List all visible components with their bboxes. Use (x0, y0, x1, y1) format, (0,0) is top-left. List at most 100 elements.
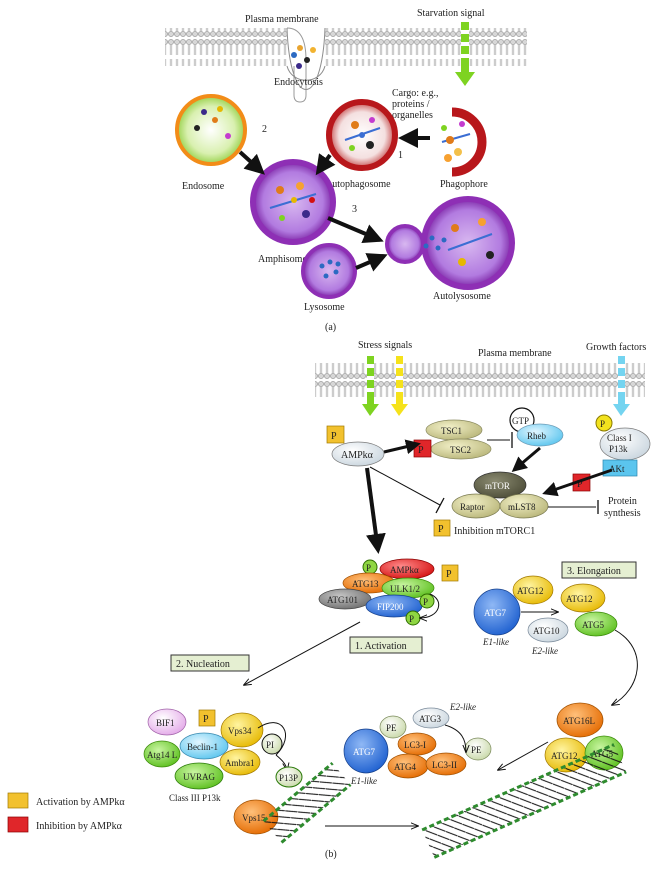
label-cargo-3: organelles (392, 110, 433, 121)
legend-activation-swatch (7, 792, 29, 809)
label-lysosome: Lysosome (304, 302, 345, 313)
autolysosome (385, 196, 515, 290)
lc3-1-label: LC3-I (404, 740, 426, 750)
panel-a: Plasma membrane Starvation signal Endocy… (165, 8, 527, 333)
protein-label-1: Protein (608, 496, 637, 507)
atg7-label-2: ATG7 (353, 747, 375, 757)
lc3-2-label: LC3-II (432, 760, 457, 770)
mtor-node (473, 471, 527, 499)
label-phagophore: Phagophore (440, 179, 488, 190)
atg16l-label: ATG16L (563, 716, 595, 726)
pe-node-1 (379, 715, 407, 739)
pe-label-2: PE (471, 745, 482, 755)
e2-like-label-2: E2-like (449, 702, 476, 712)
endosome (175, 94, 247, 166)
ambra-label: Ambra1 (225, 758, 255, 768)
p-label-8: P (423, 597, 428, 607)
atg14-label: Atg14 L (147, 750, 177, 760)
p13p-node (275, 766, 303, 788)
ampk-complex-label: AMPkα (390, 565, 419, 575)
atg5-node-1 (574, 611, 618, 637)
mlst8-node (499, 493, 549, 519)
vps34-label: Vps34 (228, 726, 252, 736)
class1-label-1: Class I (607, 433, 632, 443)
autophagosome (326, 99, 398, 171)
label-cargo-2: proteins / (392, 99, 430, 110)
atg7-label-1: ATG7 (484, 608, 506, 618)
label-cargo-1: Cargo: e.g., (392, 88, 438, 99)
p-label-4: P (438, 524, 444, 535)
elongation-box (561, 561, 637, 579)
atg13-label: ATG13 (352, 579, 379, 589)
step-1: 1 (398, 150, 403, 161)
atg7-node-1 (473, 588, 521, 636)
atg3-node (412, 707, 450, 729)
gtp-label: GTP (512, 416, 529, 426)
uvrag-node (174, 762, 224, 790)
stress-arrows (362, 356, 408, 416)
legend-inhibition-swatch (7, 816, 29, 833)
nucleation-box-label: 2. Nucleation (176, 659, 230, 670)
legend-activation-label: Activation by AMPkα (36, 797, 125, 808)
atg7-node-2 (343, 728, 389, 774)
lysosome (301, 243, 357, 299)
bif1-label: BIF1 (156, 718, 175, 728)
activation-box (349, 636, 423, 654)
akt-label: AKt (609, 464, 625, 474)
mtor-label: mTOR (485, 481, 510, 491)
atg12-label-2: ATG12 (566, 594, 593, 604)
label-autolysosome: Autolysosome (433, 291, 491, 302)
label-starvation-signal: Starvation signal (417, 8, 485, 19)
starvation-arrow (455, 22, 475, 86)
p-label-3: P (600, 419, 605, 429)
label-plasma-membrane-b: Plasma membrane (478, 348, 552, 359)
autophos-arrow (420, 593, 440, 618)
bif1-node (147, 708, 187, 736)
inhibition-mtorc1-label: Inhibition mTORC1 (454, 526, 535, 537)
atg4-label: ATG4 (394, 762, 416, 772)
rheb-label: Rheb (527, 431, 546, 441)
p13p-label: P13P (279, 773, 298, 783)
e2-like-label-1: E2-like (531, 646, 558, 656)
elongation-box-label: 3. Elongation (567, 566, 621, 577)
phagophore-membrane-right (421, 743, 627, 859)
caption-b: (b) (325, 849, 337, 860)
label-endosome: Endosome (182, 181, 225, 192)
atg5-label-1: ATG5 (582, 620, 604, 630)
caption-a: (a) (325, 322, 336, 333)
tsc2-label: TSC2 (450, 445, 471, 455)
atg101-label: ATG101 (327, 595, 358, 605)
pathway-thin-arrows (244, 621, 418, 826)
plasma-membrane-a (165, 27, 527, 103)
label-stress-signals: Stress signals (358, 340, 412, 351)
atg3-label: ATG3 (419, 714, 441, 724)
pi-label: PI (266, 740, 274, 750)
p-label-5: P (577, 479, 583, 490)
legend-inhibition-label: Inhibition by AMPkα (36, 821, 123, 832)
atg10-node (527, 617, 569, 643)
atg10-label: ATG10 (533, 626, 560, 636)
label-autophagosome: Autophagosome (325, 179, 391, 190)
ulk-label: ULK1/2 (390, 584, 420, 594)
arrow-lc3-lipidation (444, 724, 466, 752)
p-activation-box-4 (198, 709, 216, 727)
amphisome (250, 159, 336, 245)
arrow-pi (257, 722, 286, 756)
p-activation-box-2 (433, 519, 451, 537)
label-amphisome: Amphisome (258, 254, 307, 265)
ampk-node (331, 441, 385, 467)
protein-label-2: synthesis (604, 508, 641, 519)
vps34-node (220, 712, 264, 748)
p-activation-box-1 (326, 425, 345, 444)
akt-box (602, 459, 638, 477)
step-2: 2 (262, 124, 267, 135)
phagophore (441, 107, 487, 177)
fip200-label: FIP200 (377, 602, 404, 612)
atg14-node (143, 740, 181, 768)
atg12-label-3: ATG12 (551, 751, 578, 761)
arrow-to-atg16l (612, 629, 638, 705)
vps15-label: Vps15 (242, 813, 266, 823)
mlst8-label: mLST8 (508, 502, 536, 512)
pi-node (261, 733, 283, 755)
p-circle-class1 (595, 414, 613, 432)
